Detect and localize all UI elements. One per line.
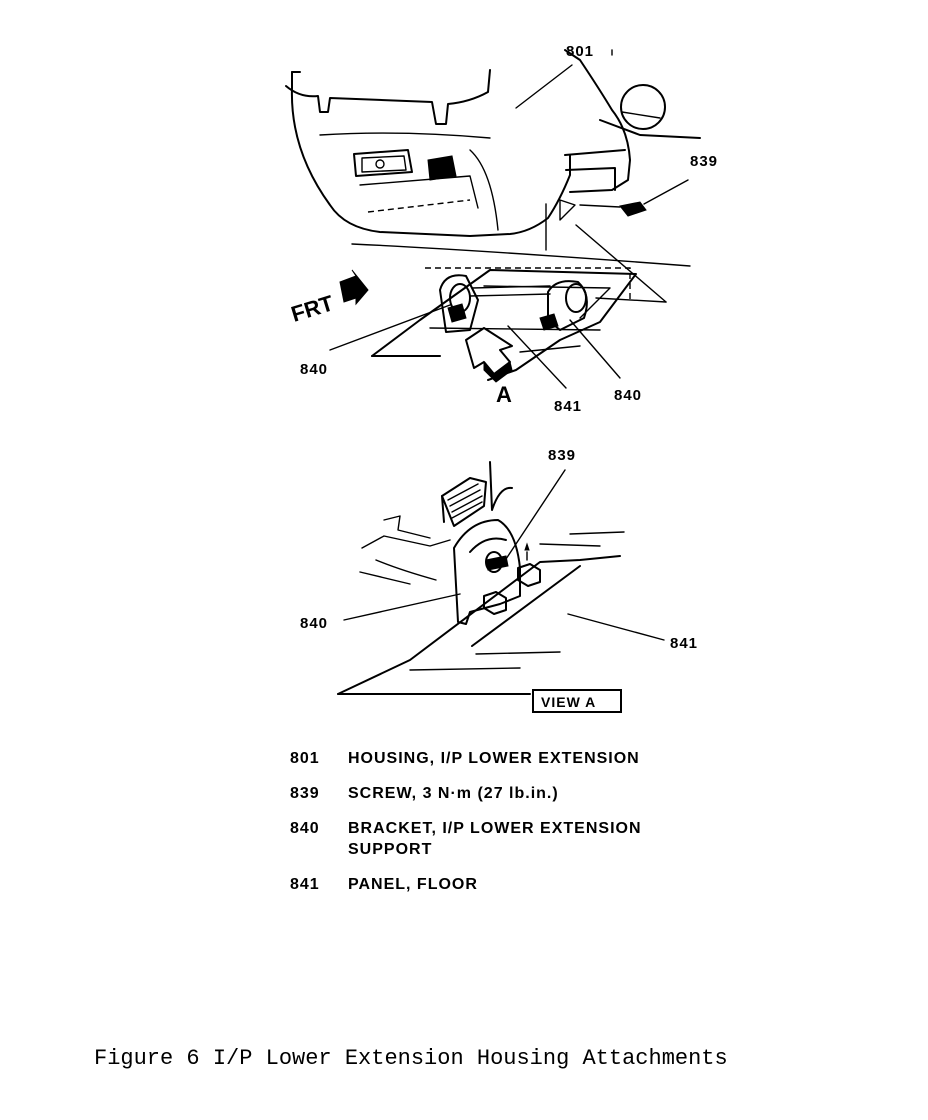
callout-839-top: 839 [690,153,718,170]
legend-number: 840 [290,820,320,837]
view-a-arrow: A [465,327,513,407]
legend-item: 840 BRACKET, I/P LOWER EXTENSION SUPPORT [290,818,750,860]
view-a-leader-lines [343,469,665,641]
legend-item: 841 PANEL, FLOOR [290,874,750,895]
figure-caption: Figure 6 I/P Lower Extension Housing Att… [94,1046,728,1071]
top-leader-lines [329,64,689,389]
legend-number: 801 [290,750,320,767]
callout-841-top: 841 [554,398,582,415]
callout-840-right-top: 840 [614,387,642,404]
front-arrow: FRT [288,269,369,327]
parts-legend: 801 HOUSING, I/P LOWER EXTENSION 839 SCR… [290,748,750,909]
callout-840-left-top: 840 [300,361,328,378]
legend-item: 801 HOUSING, I/P LOWER EXTENSION [290,748,750,769]
callout-840-view: 840 [300,615,328,632]
legend-item: 839 SCREW, 3 N·m (27 lb.in.) [290,783,750,804]
legend-description: PANEL, FLOOR [348,876,478,893]
callout-841-view: 841 [670,635,698,652]
legend-description: SCREW, 3 N·m (27 lb.in.) [348,785,559,802]
view-arrow-label: A [496,382,512,407]
legend-description: HOUSING, I/P LOWER EXTENSION [348,750,640,767]
legend-description: BRACKET, I/P LOWER EXTENSION SUPPORT [348,820,642,858]
front-label: FRT [288,290,337,327]
view-a-drawing [337,461,625,695]
legend-number: 839 [290,785,320,802]
callout-801: 801 [566,43,594,60]
housing-801-drawing [285,49,701,300]
callout-839-view: 839 [548,447,576,464]
legend-number: 841 [290,876,320,893]
view-a-label: VIEW A [541,694,596,710]
view-a-box: VIEW A [532,689,622,713]
bracket-840-drawing [439,274,588,333]
